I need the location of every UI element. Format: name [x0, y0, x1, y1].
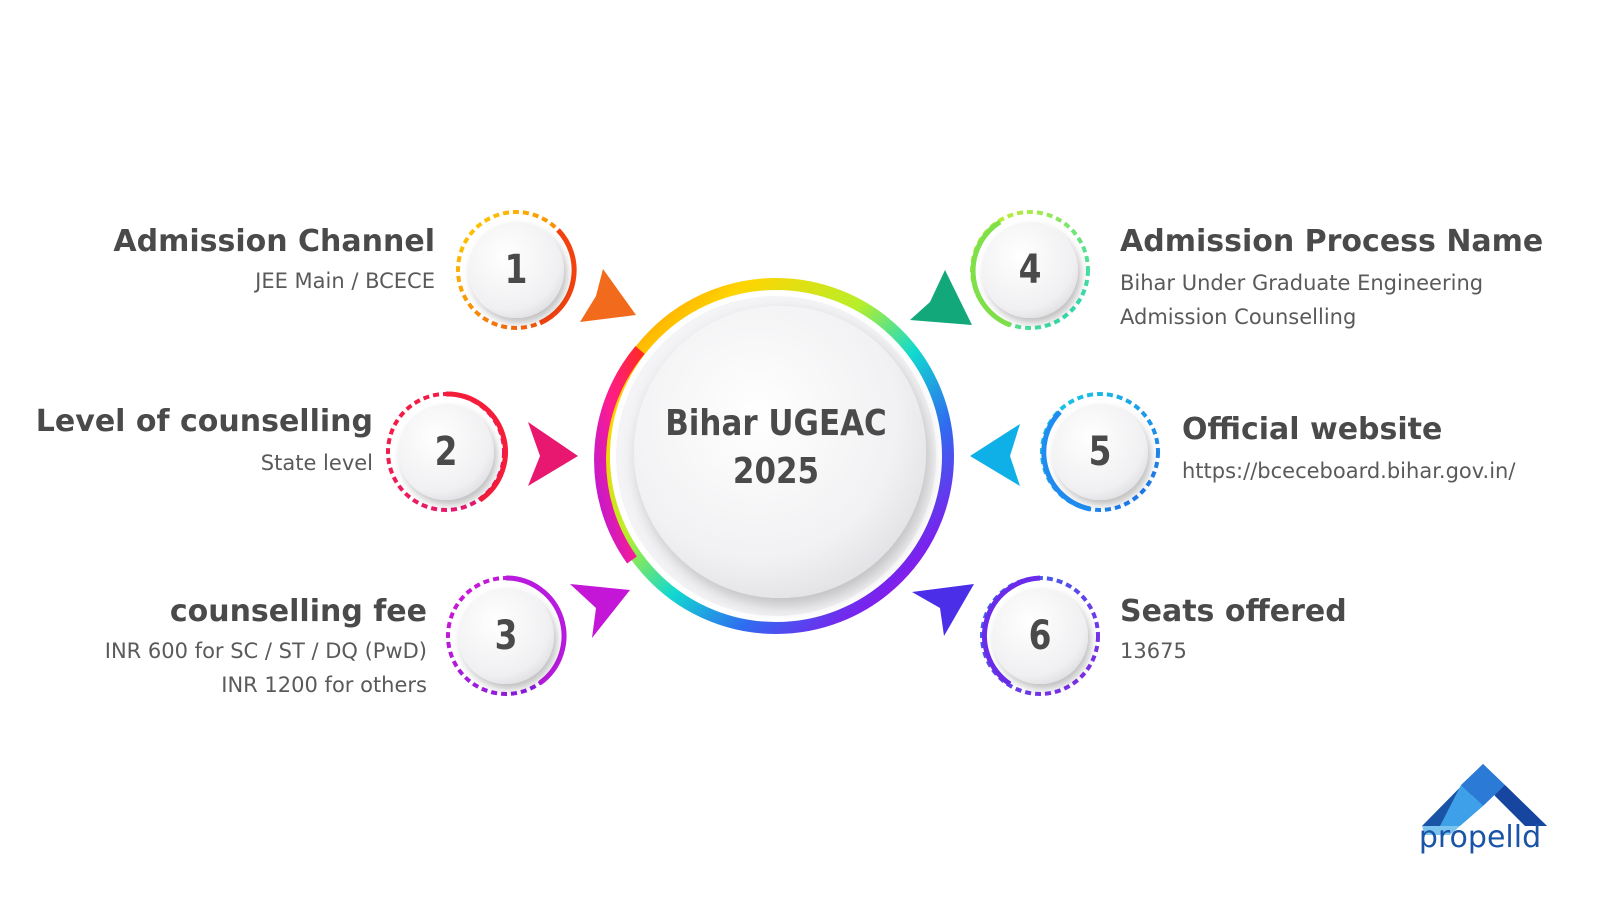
- arrow-marker-4: [910, 270, 972, 325]
- step-number-3: 3: [494, 613, 518, 659]
- arrow-marker-3: [570, 584, 630, 638]
- step-circle-1: [456, 210, 577, 330]
- item-4-desc-line-2: Admission Counselling: [1120, 305, 1357, 329]
- item-3-title: counselling fee: [169, 594, 427, 629]
- step-circle-2: [386, 391, 508, 512]
- center-circle: [594, 278, 954, 634]
- item-3-desc-line-2: INR 1200 for others: [221, 673, 427, 697]
- item-2-desc: State level: [261, 446, 373, 480]
- step-number-2: 2: [434, 429, 458, 475]
- item-4-desc: Bihar Under Graduate Engineering Admissi…: [1120, 266, 1483, 334]
- item-1-desc-line-1: JEE Main / BCECE: [255, 269, 435, 293]
- step-circle-6: [980, 575, 1100, 696]
- item-1-desc: JEE Main / BCECE: [255, 264, 435, 298]
- item-2-desc-line-1: State level: [260, 451, 373, 475]
- center-title-line1: Bihar UGEAC: [665, 403, 887, 444]
- center-title: Bihar UGEAC 2025: [656, 400, 897, 496]
- step-circle-4: [970, 210, 1090, 330]
- step-circle-5: [1040, 392, 1160, 512]
- item-4-desc-line-1: Bihar Under Graduate Engineering: [1120, 271, 1484, 295]
- logo-text: propelld: [1418, 820, 1542, 855]
- step-number-1: 1: [504, 247, 528, 293]
- item-6-title: Seats offered: [1120, 594, 1347, 629]
- arrow-marker-1: [580, 269, 636, 322]
- step-circle-3: [446, 575, 567, 696]
- center-title-line2: 2025: [732, 451, 820, 492]
- item-3-desc: INR 600 for SC / ST / DQ (PwD) INR 1200 …: [105, 634, 427, 702]
- item-1-title: Admission Channel: [113, 224, 435, 259]
- step-number-6: 6: [1028, 613, 1052, 659]
- item-5-desc-line-1: https://bceceboard.bihar.gov.in/: [1182, 459, 1516, 483]
- arrow-marker-5: [970, 424, 1020, 486]
- item-5-desc: https://bceceboard.bihar.gov.in/: [1182, 454, 1515, 488]
- item-5-title: Official website: [1182, 412, 1443, 447]
- item-2-title: Level of counselling: [35, 404, 373, 439]
- item-6-desc-line-1: 13675: [1120, 639, 1187, 663]
- item-4-title: Admission Process Name: [1120, 224, 1544, 259]
- item-6-desc: 13675: [1120, 634, 1187, 668]
- roof-triangle-logo-icon: [1422, 764, 1547, 835]
- step-number-5: 5: [1088, 429, 1112, 475]
- item-3-desc-line-1: INR 600 for SC / ST / DQ (PwD): [104, 639, 427, 663]
- step-number-4: 4: [1018, 247, 1042, 293]
- arrow-marker-2: [528, 422, 578, 486]
- arrow-marker-6: [912, 584, 974, 636]
